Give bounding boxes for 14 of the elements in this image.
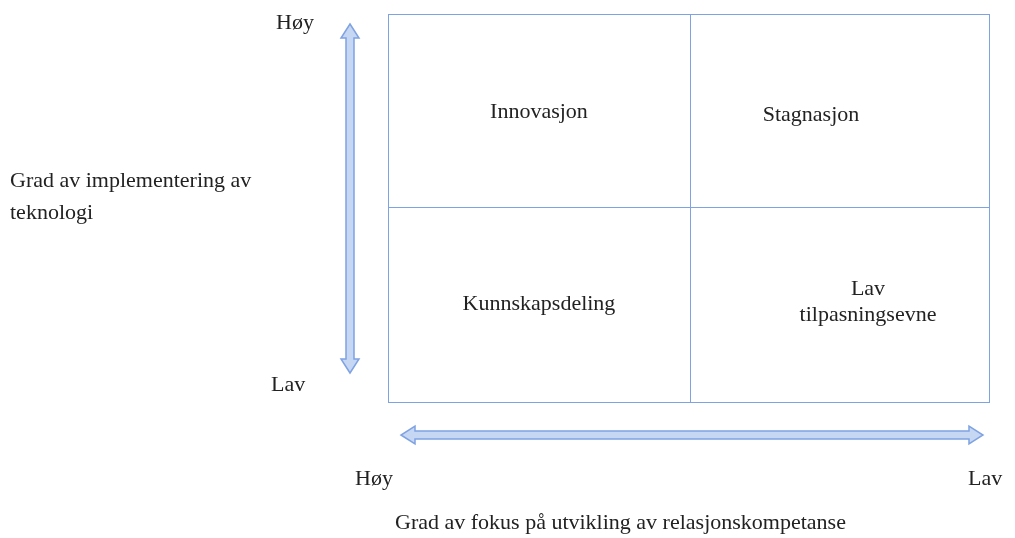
- quadrant-label: Stagnasjon: [761, 100, 861, 128]
- quadrant-label: Kunnskapsdeling: [461, 289, 617, 317]
- quadrant-box: [690, 14, 990, 208]
- axis-end-label: Høy: [355, 464, 394, 492]
- quadrant-box: [690, 207, 990, 403]
- axis-end-label: Lav: [271, 370, 307, 398]
- quadrant-box: [388, 207, 691, 403]
- quadrant-box: [388, 14, 691, 208]
- quadrant-label: Innovasjon: [489, 97, 589, 125]
- axis-title: Grad av implementering av teknologi: [10, 166, 253, 226]
- axis-end-label: Lav: [968, 464, 1004, 492]
- axis-end-label: Høy: [276, 8, 315, 36]
- quadrant-label: Lav tilpasningsevne: [798, 274, 938, 328]
- axis-title: Grad av fokus på utvikling av relasjonskompetanse: [395, 508, 847, 536]
